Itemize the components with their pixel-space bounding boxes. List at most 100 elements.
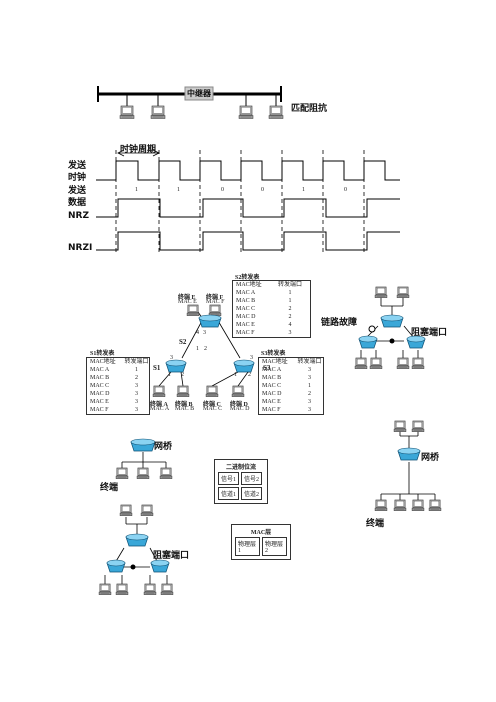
bridge-label-2: 网桥 (421, 453, 440, 463)
switch-icon (150, 559, 170, 573)
s3-table-title: S3转发表 (261, 351, 286, 357)
s1-table-title: S1转发表 (90, 351, 115, 357)
blocked-port-label-2: 阻塞端口 (153, 551, 190, 561)
computer-icon (176, 385, 190, 397)
switch-icon (380, 314, 404, 328)
table-cell: MAC C (236, 306, 256, 312)
switch-icon (198, 314, 222, 328)
computer-icon (115, 583, 129, 595)
header-cell: 转发端口 (297, 359, 322, 365)
computer-icon (136, 467, 150, 479)
table-cell: MAC B (262, 375, 282, 381)
computer-icon (393, 499, 407, 511)
term-b-label: 终端 B (175, 402, 193, 408)
computer-icon (411, 420, 425, 432)
table-row: MAC F 3 (259, 406, 323, 414)
table-row: MAC B 2 (87, 374, 149, 382)
table-cell: MAC A (90, 367, 110, 373)
switch-icon (125, 533, 149, 547)
table-cell: 2 (288, 306, 292, 312)
computer-icon (369, 357, 383, 369)
term-d-label: 终端 D (230, 402, 248, 408)
mac-e-label: MAC E (178, 299, 197, 305)
table-row: MAC F 3 (233, 329, 310, 337)
table-cell: 2 (308, 391, 311, 397)
s2-port-1: 1 (196, 346, 199, 352)
switch-icon (406, 335, 426, 349)
s1-port-2: 2 (181, 372, 184, 378)
computer-icon (150, 105, 166, 119)
computer-icon (152, 385, 166, 397)
computer-icon (393, 420, 407, 432)
mac-a-label: MAC A (150, 406, 170, 412)
mac-layer-title: MAC层 (250, 530, 272, 536)
computer-icon (115, 467, 129, 479)
blocked-port-label-1: 阻塞端口 (411, 328, 448, 338)
table-cell: MAC B (90, 375, 110, 381)
bit-label-0: 1 (135, 187, 138, 193)
table-cell: 1 (288, 298, 292, 304)
phy-layer-2: 物理层2 (262, 537, 287, 556)
table-cell: 3 (135, 407, 138, 413)
table-cell: MAC E (236, 322, 255, 328)
mac-d-label: MAC D (230, 406, 250, 412)
impedance-label: 匹配阻抗 (291, 104, 328, 114)
table-cell: MAC D (90, 391, 110, 397)
computer-icon (374, 286, 388, 298)
channel-1: 信道1 (218, 487, 240, 500)
table-cell: 2 (288, 314, 292, 320)
computer-icon (411, 499, 425, 511)
bitstream-title: 二进制位流 (225, 465, 256, 471)
table-cell: MAC D (262, 391, 282, 397)
table-header: MAC地址转发端口 (87, 358, 149, 366)
computer-icon (374, 499, 388, 511)
terminal-label-1: 终端 (100, 483, 119, 493)
computer-icon (140, 504, 154, 516)
mac-f-label: MAC F (206, 299, 225, 305)
bit-label-2: 0 (221, 187, 224, 193)
computer-icon (396, 286, 410, 298)
table-cell: 3 (308, 367, 311, 373)
term-e-label: 终端 E (178, 295, 196, 301)
table-cell: 3 (308, 407, 311, 413)
bit-label-4: 1 (302, 187, 305, 193)
table-cell: MAC C (90, 383, 110, 389)
term-a-label: 终端 A (150, 402, 168, 408)
table-cell: 3 (288, 330, 292, 336)
table-header: MAC地址转发端口 (259, 358, 323, 366)
header-cell: MAC地址 (236, 282, 262, 288)
table-cell: 4 (288, 322, 292, 328)
table-cell: MAC E (262, 399, 281, 405)
s1-label: S1 (153, 364, 161, 372)
switch-icon (397, 447, 421, 461)
table-row: MAC B 1 (233, 297, 310, 305)
table-row: MAC E 4 (233, 321, 310, 329)
table-cell: MAC D (236, 314, 256, 320)
computer-icon (231, 385, 245, 397)
header-cell: 转发端口 (277, 282, 302, 288)
table-cell: MAC B (236, 298, 256, 304)
table-cell: 3 (135, 399, 138, 405)
switch-icon (165, 359, 187, 373)
computer-icon (354, 357, 368, 369)
table-cell: 3 (135, 391, 138, 397)
term-f-label: 终端 F (206, 295, 224, 301)
table-cell: 1 (288, 290, 292, 296)
computer-icon (396, 357, 410, 369)
computer-icon (119, 105, 135, 119)
table-row: MAC D 2 (259, 390, 323, 398)
table-cell: MAC F (262, 407, 281, 413)
s2-label: S2 (179, 338, 187, 346)
table-cell: 2 (135, 375, 138, 381)
table-row: MAC D 3 (87, 390, 149, 398)
table-cell: MAC F (236, 330, 255, 336)
s2-port-2: 2 (204, 346, 207, 352)
switch-icon (106, 559, 126, 573)
